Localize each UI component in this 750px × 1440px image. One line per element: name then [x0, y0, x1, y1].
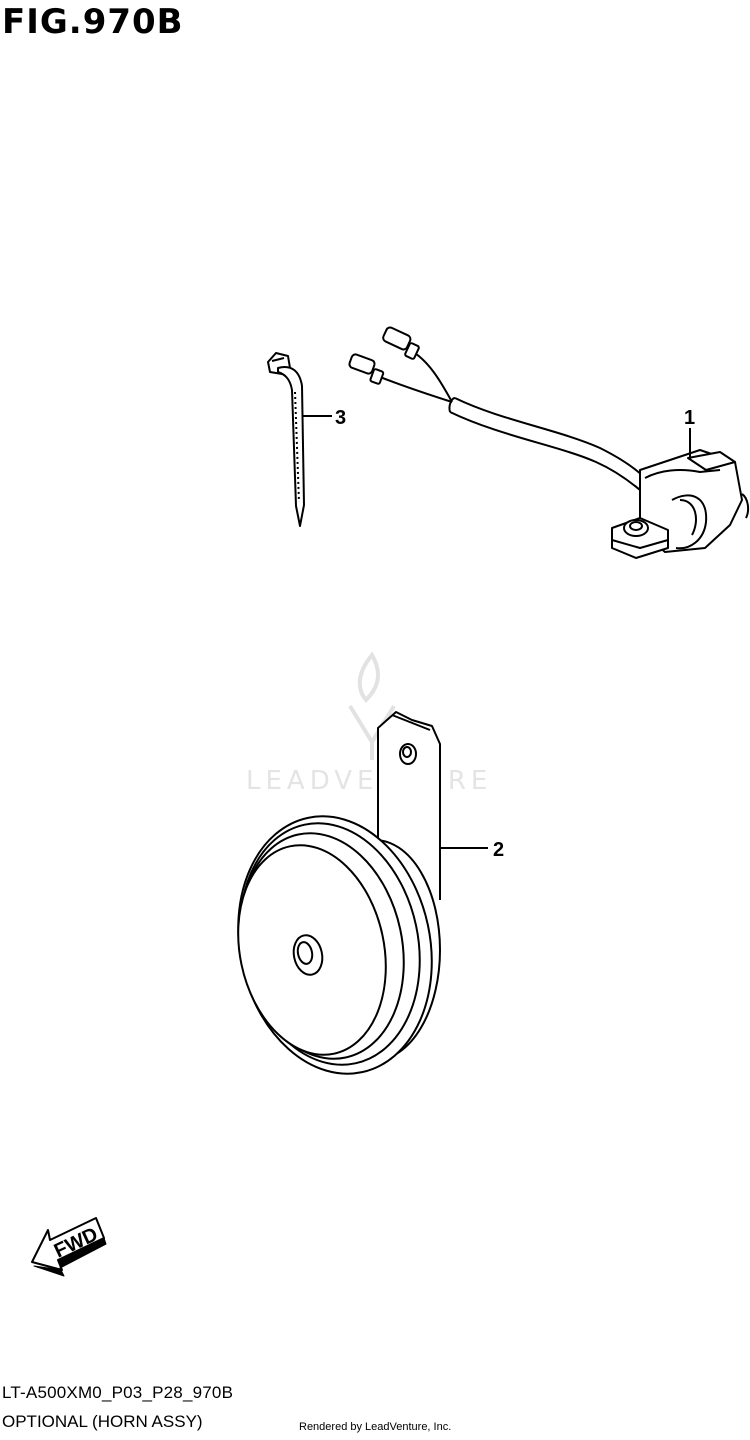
- render-credit: Rendered by LeadVenture, Inc.: [299, 1421, 452, 1433]
- watermark-text: LEADVENTURE: [246, 766, 492, 796]
- watermark-logo-icon: [348, 651, 396, 760]
- callout-1[interactable]: 1: [684, 407, 695, 429]
- watermark: LEADVENTURE: [246, 651, 492, 796]
- callout-2[interactable]: 2: [493, 839, 504, 861]
- cable-tie-drawing[interactable]: [267, 352, 305, 527]
- fwd-arrow-icon: FWD: [31, 1217, 107, 1277]
- figure-code: LT-A500XM0_P03_P28_970B: [2, 1383, 234, 1402]
- figure-name: OPTIONAL (HORN ASSY): [2, 1412, 203, 1431]
- callout-3[interactable]: 3: [335, 407, 346, 429]
- figure-title: FIG.970B: [2, 2, 184, 42]
- horn-drawing[interactable]: [215, 711, 455, 1092]
- horn-switch-drawing[interactable]: [348, 326, 750, 559]
